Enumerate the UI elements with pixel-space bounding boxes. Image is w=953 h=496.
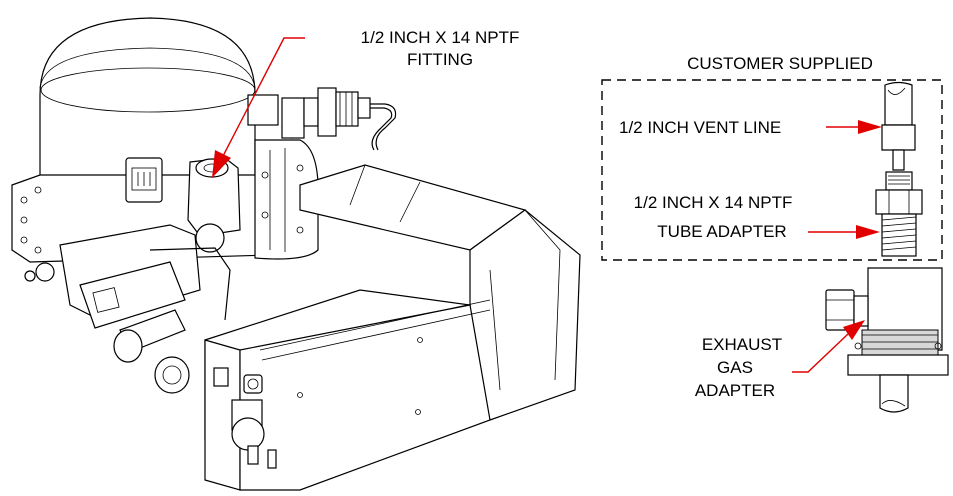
fitting-pointer [212,37,305,178]
fitting-label-line1: 1/2 INCH X 14 NPTF [361,28,520,47]
vent-line-tube [881,81,916,171]
vent-line-label: 1/2 INCH VENT LINE [619,118,781,137]
tube-adapter-label-line1: 1/2 INCH X 14 NPTF [634,193,793,212]
exhaust-label-line3: ADAPTER [695,381,775,400]
flange-bolt-holes [20,186,42,254]
exhaust-label-line2: GAS [717,358,753,377]
tube-adapter-fitting [875,171,923,257]
tube-adapter-pointer [808,225,880,239]
customer-supplied-boundary [601,79,943,261]
exhaust-gas-adapter [825,267,949,413]
tube-adapter-label-line2: TUBE ADAPTER [657,222,786,241]
vent-line-pointer [826,120,882,134]
fitting-label-line2: FITTING [407,50,473,69]
exhaust-adapter-pointer [792,320,865,373]
exhaust-label-line1: EXHAUST [702,335,782,354]
customer-supplied-label: CUSTOMER SUPPLIED [687,54,873,73]
analyzer-assembly-drawing [11,17,581,491]
